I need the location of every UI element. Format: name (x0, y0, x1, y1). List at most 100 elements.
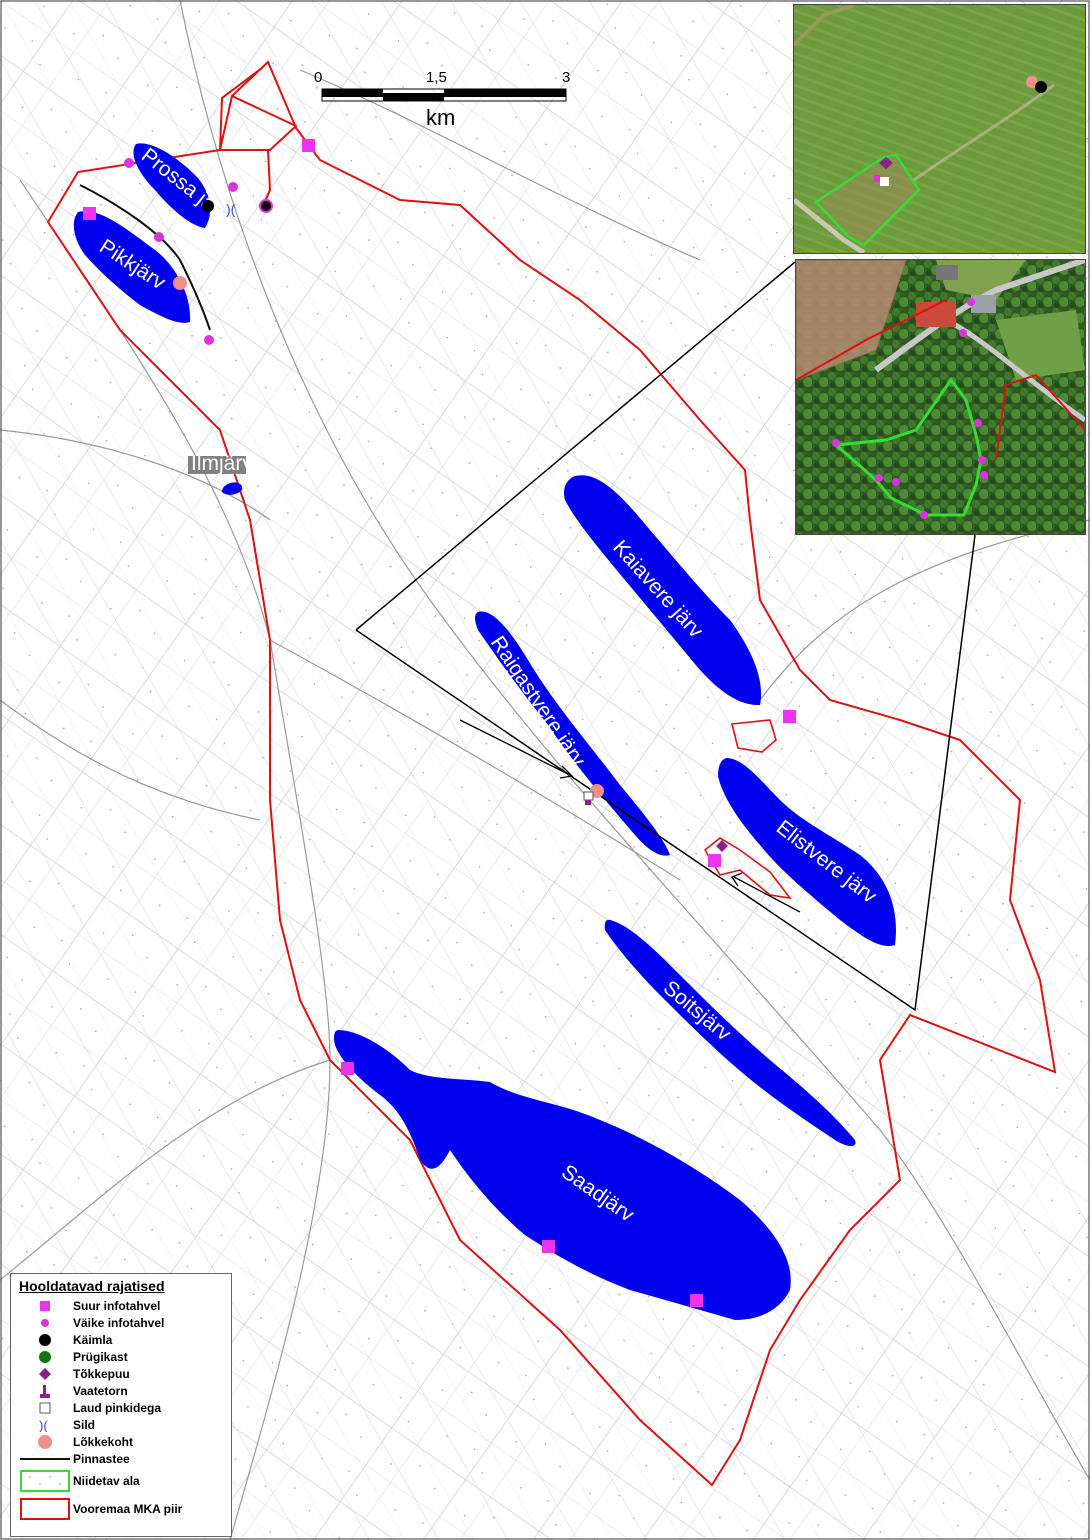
svg-text:)(: )( (39, 1418, 48, 1432)
legend-label: Väike infotahvel (73, 1315, 165, 1330)
large-info-board (341, 1062, 354, 1075)
inset-aerial-forest (795, 259, 1086, 535)
small-info-marker (974, 419, 982, 427)
lake-label-ilmjarv: Ilmjärv (191, 452, 253, 475)
toilet-marker (202, 200, 214, 212)
toilets (202, 199, 273, 213)
legend-item: Vaatetorn (17, 1382, 225, 1399)
dirt-road-trail (79, 184, 211, 331)
legend-label: Tõkkepuu (73, 1366, 130, 1381)
inset-callout-lines (355, 261, 976, 1012)
small-info-boards (124, 158, 238, 345)
legend-item: Väike infotahvel (17, 1314, 225, 1331)
legend-item: Tõkkepuu (17, 1365, 225, 1382)
small-info-marker (978, 456, 986, 464)
red-box-icon (17, 1498, 73, 1520)
legend-item: Laud pinkidega (17, 1399, 225, 1416)
lake-saadjarv (334, 1030, 791, 1320)
legend-item: Suur infotahvel (17, 1297, 225, 1314)
scale-tick-2: 3 (562, 69, 570, 86)
legend-item: )( Sild (17, 1416, 225, 1433)
mowing-area-outline (814, 153, 921, 247)
toilet-marker (1035, 81, 1047, 93)
lake-soitsjarv (604, 919, 856, 1146)
small-info-marker (959, 329, 967, 337)
legend-label: Pinnastee (73, 1451, 130, 1466)
legend-item: Prügikast (17, 1348, 225, 1365)
diamond-icon (17, 1367, 73, 1381)
legend-item: Pinnastee (17, 1450, 225, 1467)
boundary-small-east (731, 719, 777, 753)
inset-aerial-field (793, 4, 1086, 254)
legend-item: Vooremaa MKA piir (17, 1495, 225, 1523)
table-icon (17, 1401, 73, 1415)
lakes (73, 143, 896, 1320)
scale-bar: 0 1,5 3 km (314, 69, 570, 130)
table-with-benches (583, 791, 594, 801)
info-marker (874, 175, 880, 182)
small-info-board (124, 158, 134, 168)
bridge-icon: )( (17, 1418, 73, 1432)
protected-area-boundary (46, 60, 1057, 1487)
large-info-boards (83, 139, 796, 1307)
legend-label: Suur infotahvel (73, 1298, 161, 1313)
large-info-board (690, 1294, 703, 1307)
small-info-board (228, 182, 238, 192)
barrier-marker (879, 157, 893, 169)
large-info-board (783, 710, 796, 723)
large-square-icon (17, 1299, 73, 1313)
map-legend: Hooldatavad rajatised Suur infotahvel Vä… (10, 1273, 232, 1537)
fire-marker (1026, 76, 1038, 88)
small-info-marker (875, 474, 883, 482)
large-info-board (708, 854, 721, 867)
legend-label: Sild (73, 1417, 96, 1432)
legend-label: Käimla (73, 1332, 113, 1347)
legend-item: Käimla (17, 1331, 225, 1348)
lake-elistvere (718, 758, 896, 946)
scale-tick-1: 1,5 (426, 69, 447, 86)
legend-item: Niidetav ala (17, 1467, 225, 1495)
small-info-marker (832, 439, 840, 447)
boundary-small-elistvere (703, 837, 792, 900)
small-info-marker (980, 471, 988, 479)
trash-circle-icon (17, 1350, 73, 1364)
line-icon (17, 1456, 73, 1462)
lake-prossa (133, 143, 211, 228)
raigastvere-facilities (583, 791, 594, 805)
legend-label: Lõkkekoht (73, 1434, 134, 1449)
toilet-marker (259, 199, 273, 213)
small-info-board (154, 232, 164, 242)
tower-icon (17, 1383, 73, 1399)
small-info-marker (967, 298, 975, 306)
fire-place (173, 276, 187, 290)
legend-title: Hooldatavad rajatised (19, 1278, 165, 1294)
legend-label: Prügikast (73, 1349, 128, 1364)
lake-pikkjarv (73, 211, 191, 323)
scale-unit: km (426, 105, 455, 130)
legend-label: Vaatetorn (73, 1383, 128, 1398)
large-info-board (542, 1240, 555, 1253)
bridge-symbol: )( (226, 201, 236, 217)
scale-tick-0: 0 (314, 69, 322, 86)
legend-label: Vooremaa MKA piir (73, 1502, 183, 1516)
small-circle-icon (17, 1316, 73, 1330)
small-info-marker (892, 478, 900, 486)
lake-raigastvere (475, 611, 670, 856)
barrier-elistvere (716, 840, 728, 852)
large-info-board (83, 207, 96, 220)
lake-kaiavere (564, 475, 762, 706)
lake-label-ilmjarv-bg (188, 456, 246, 474)
legend-label: Laud pinkidega (73, 1400, 162, 1415)
legend-label: Niidetav ala (73, 1474, 140, 1488)
legend-item: Lõkkekoht (17, 1433, 225, 1450)
fire-circle-icon (17, 1434, 73, 1450)
small-info-board (204, 335, 214, 345)
green-box-icon (17, 1470, 73, 1492)
small-info-marker (920, 511, 928, 519)
large-info-board (302, 139, 315, 152)
lake-ilmjarv (222, 482, 243, 495)
pointer-arrows (459, 719, 801, 913)
